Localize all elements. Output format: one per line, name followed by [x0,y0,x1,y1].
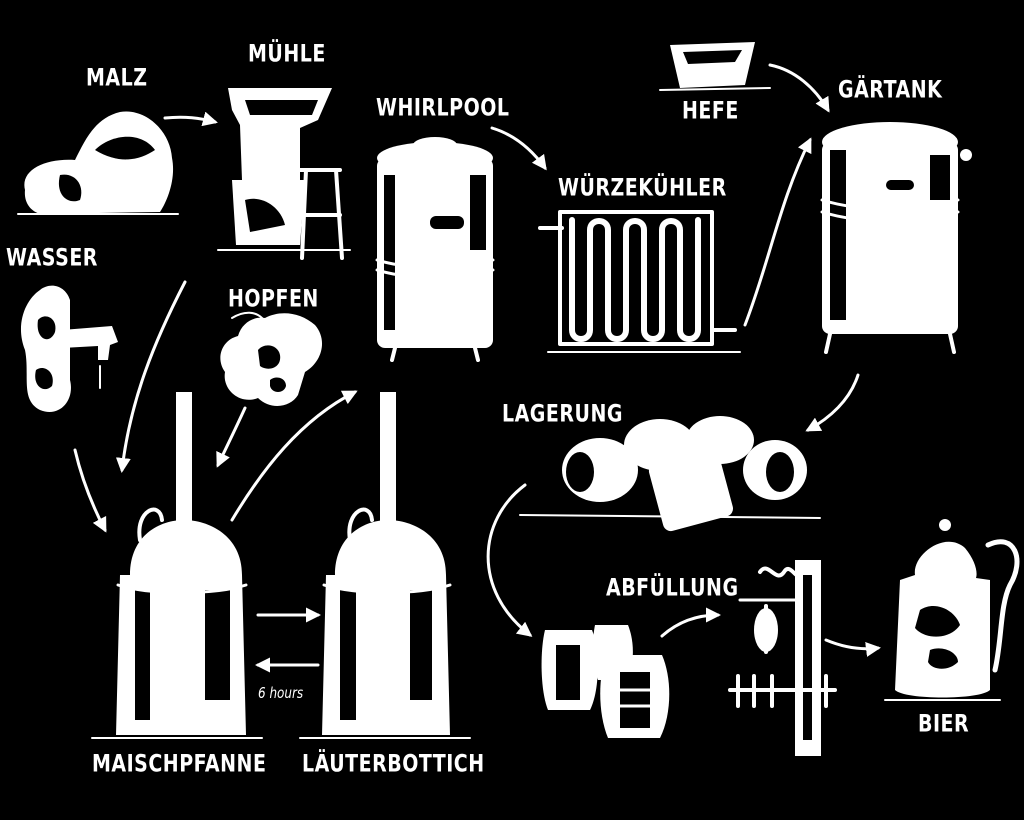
water-tap-icon [20,285,118,412]
arrow-malz-to-muehle [163,111,218,127]
yeast-basket-icon [659,42,771,91]
label-duration: 6 hours [258,684,304,702]
malt-sacks-icon [17,111,179,215]
arrow-lagerung-to-kegs [486,483,533,637]
arrow-maischpfanne-to-whirlpool [230,390,358,522]
beer-stein-icon [884,519,1020,701]
arrow-abfuellung-to-bier [824,638,881,657]
label-bier: BIER [918,710,970,738]
arrow-hefe-to-gaertank [768,63,830,113]
arrow-wasser-to-maischpfanne [73,448,107,533]
wort-cooler-icon [538,210,741,353]
label-hopfen: HOPFEN [228,285,319,313]
whirlpool-tank-icon [375,137,495,362]
label-lagerung: LAGERUNG [502,400,623,428]
label-malz: MALZ [86,64,148,92]
mash-kettle-icon [91,392,263,739]
label-muehle: MÜHLE [248,40,326,68]
mill-icon [217,88,351,260]
arrow-gaertank-to-lagerung [805,373,860,432]
fermentation-tank-icon [820,122,972,354]
label-gaertank: GÄRTANK [838,76,943,104]
lager-barrels-icon [519,416,821,532]
label-wasser: WASSER [6,244,98,272]
label-abfuellung: ABFÜLLUNG [606,574,739,602]
label-maischpfanne: MAISCHPFANNE [92,750,267,778]
label-whirlpool: WHIRLPOOL [376,94,510,122]
arrow-kuehler-to-gaertank [743,137,812,327]
arrow-muehle-to-maischpfanne [115,280,187,473]
arrow-whirlpool-to-kuehler [490,126,547,171]
arrow-hopfen-to-maischpfanne [216,406,247,468]
label-wuerzekuehler: WÜRZEKÜHLER [558,174,727,202]
bottling-tap-icon [728,560,837,756]
hops-icon [220,311,323,406]
kegs-icon [541,625,670,738]
label-hefe: HEFE [682,97,739,125]
lauter-tun-icon [299,392,471,739]
label-laeuterbottich: LÄUTERBOTTICH [302,750,485,778]
arrow-kegs-to-abfuellung [660,607,721,638]
flow-arrows [73,63,881,673]
